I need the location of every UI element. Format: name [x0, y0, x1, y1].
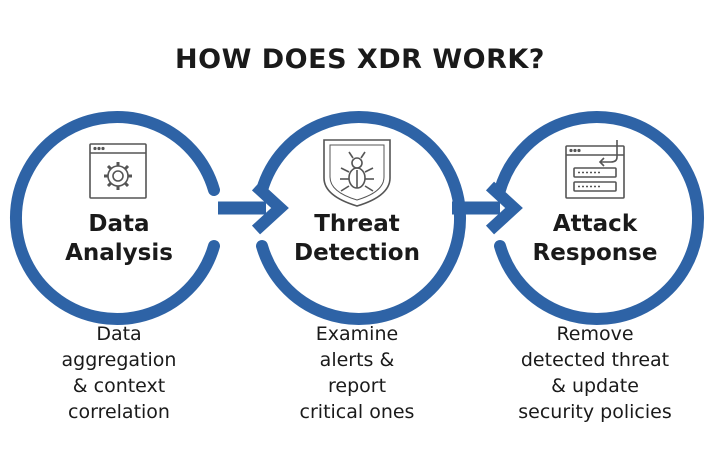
step-label-line: Attack [552, 211, 638, 237]
step-label-line: Data [88, 211, 150, 237]
step-desc-data-analysis: Data aggregation & context correlation [14, 321, 224, 425]
bug-shield-icon [323, 139, 391, 207]
desc-line: & context [72, 375, 166, 397]
step-label-line: Analysis [65, 240, 173, 266]
ring-threat-detection [256, 111, 466, 325]
desc-line: correlation [68, 401, 170, 423]
refresh-window-icon [565, 140, 625, 199]
step-label-line: Detection [294, 240, 420, 266]
desc-line: critical ones [299, 401, 415, 423]
desc-line: security policies [518, 401, 672, 423]
desc-line: Remove [556, 323, 634, 345]
desc-line: Data [96, 323, 142, 345]
desc-line: detected threat [520, 349, 670, 371]
page-title: HOW DOES XDR WORK? [175, 44, 545, 75]
desc-line: Examine [315, 323, 399, 345]
ring-attack-response [494, 111, 704, 325]
step-label-line: Threat [314, 211, 400, 237]
step-label-attack-response: Attack Response [495, 210, 695, 268]
desc-line: alerts & [319, 349, 395, 371]
desc-line: report [327, 375, 387, 397]
arrow-right-icon [218, 181, 289, 235]
step-label-data-analysis: Data Analysis [19, 210, 219, 268]
step-label-line: Response [532, 240, 658, 266]
step-desc-attack-response: Remove detected threat & update security… [490, 321, 700, 425]
desc-line: & update [551, 375, 639, 397]
gear-window-icon [89, 143, 147, 199]
step-desc-threat-detection: Examine alerts & report critical ones [252, 321, 462, 425]
ring-data-analysis [10, 111, 220, 325]
desc-line: aggregation [61, 349, 177, 371]
step-label-threat-detection: Threat Detection [257, 210, 457, 268]
arrow-right-icon [452, 181, 523, 235]
